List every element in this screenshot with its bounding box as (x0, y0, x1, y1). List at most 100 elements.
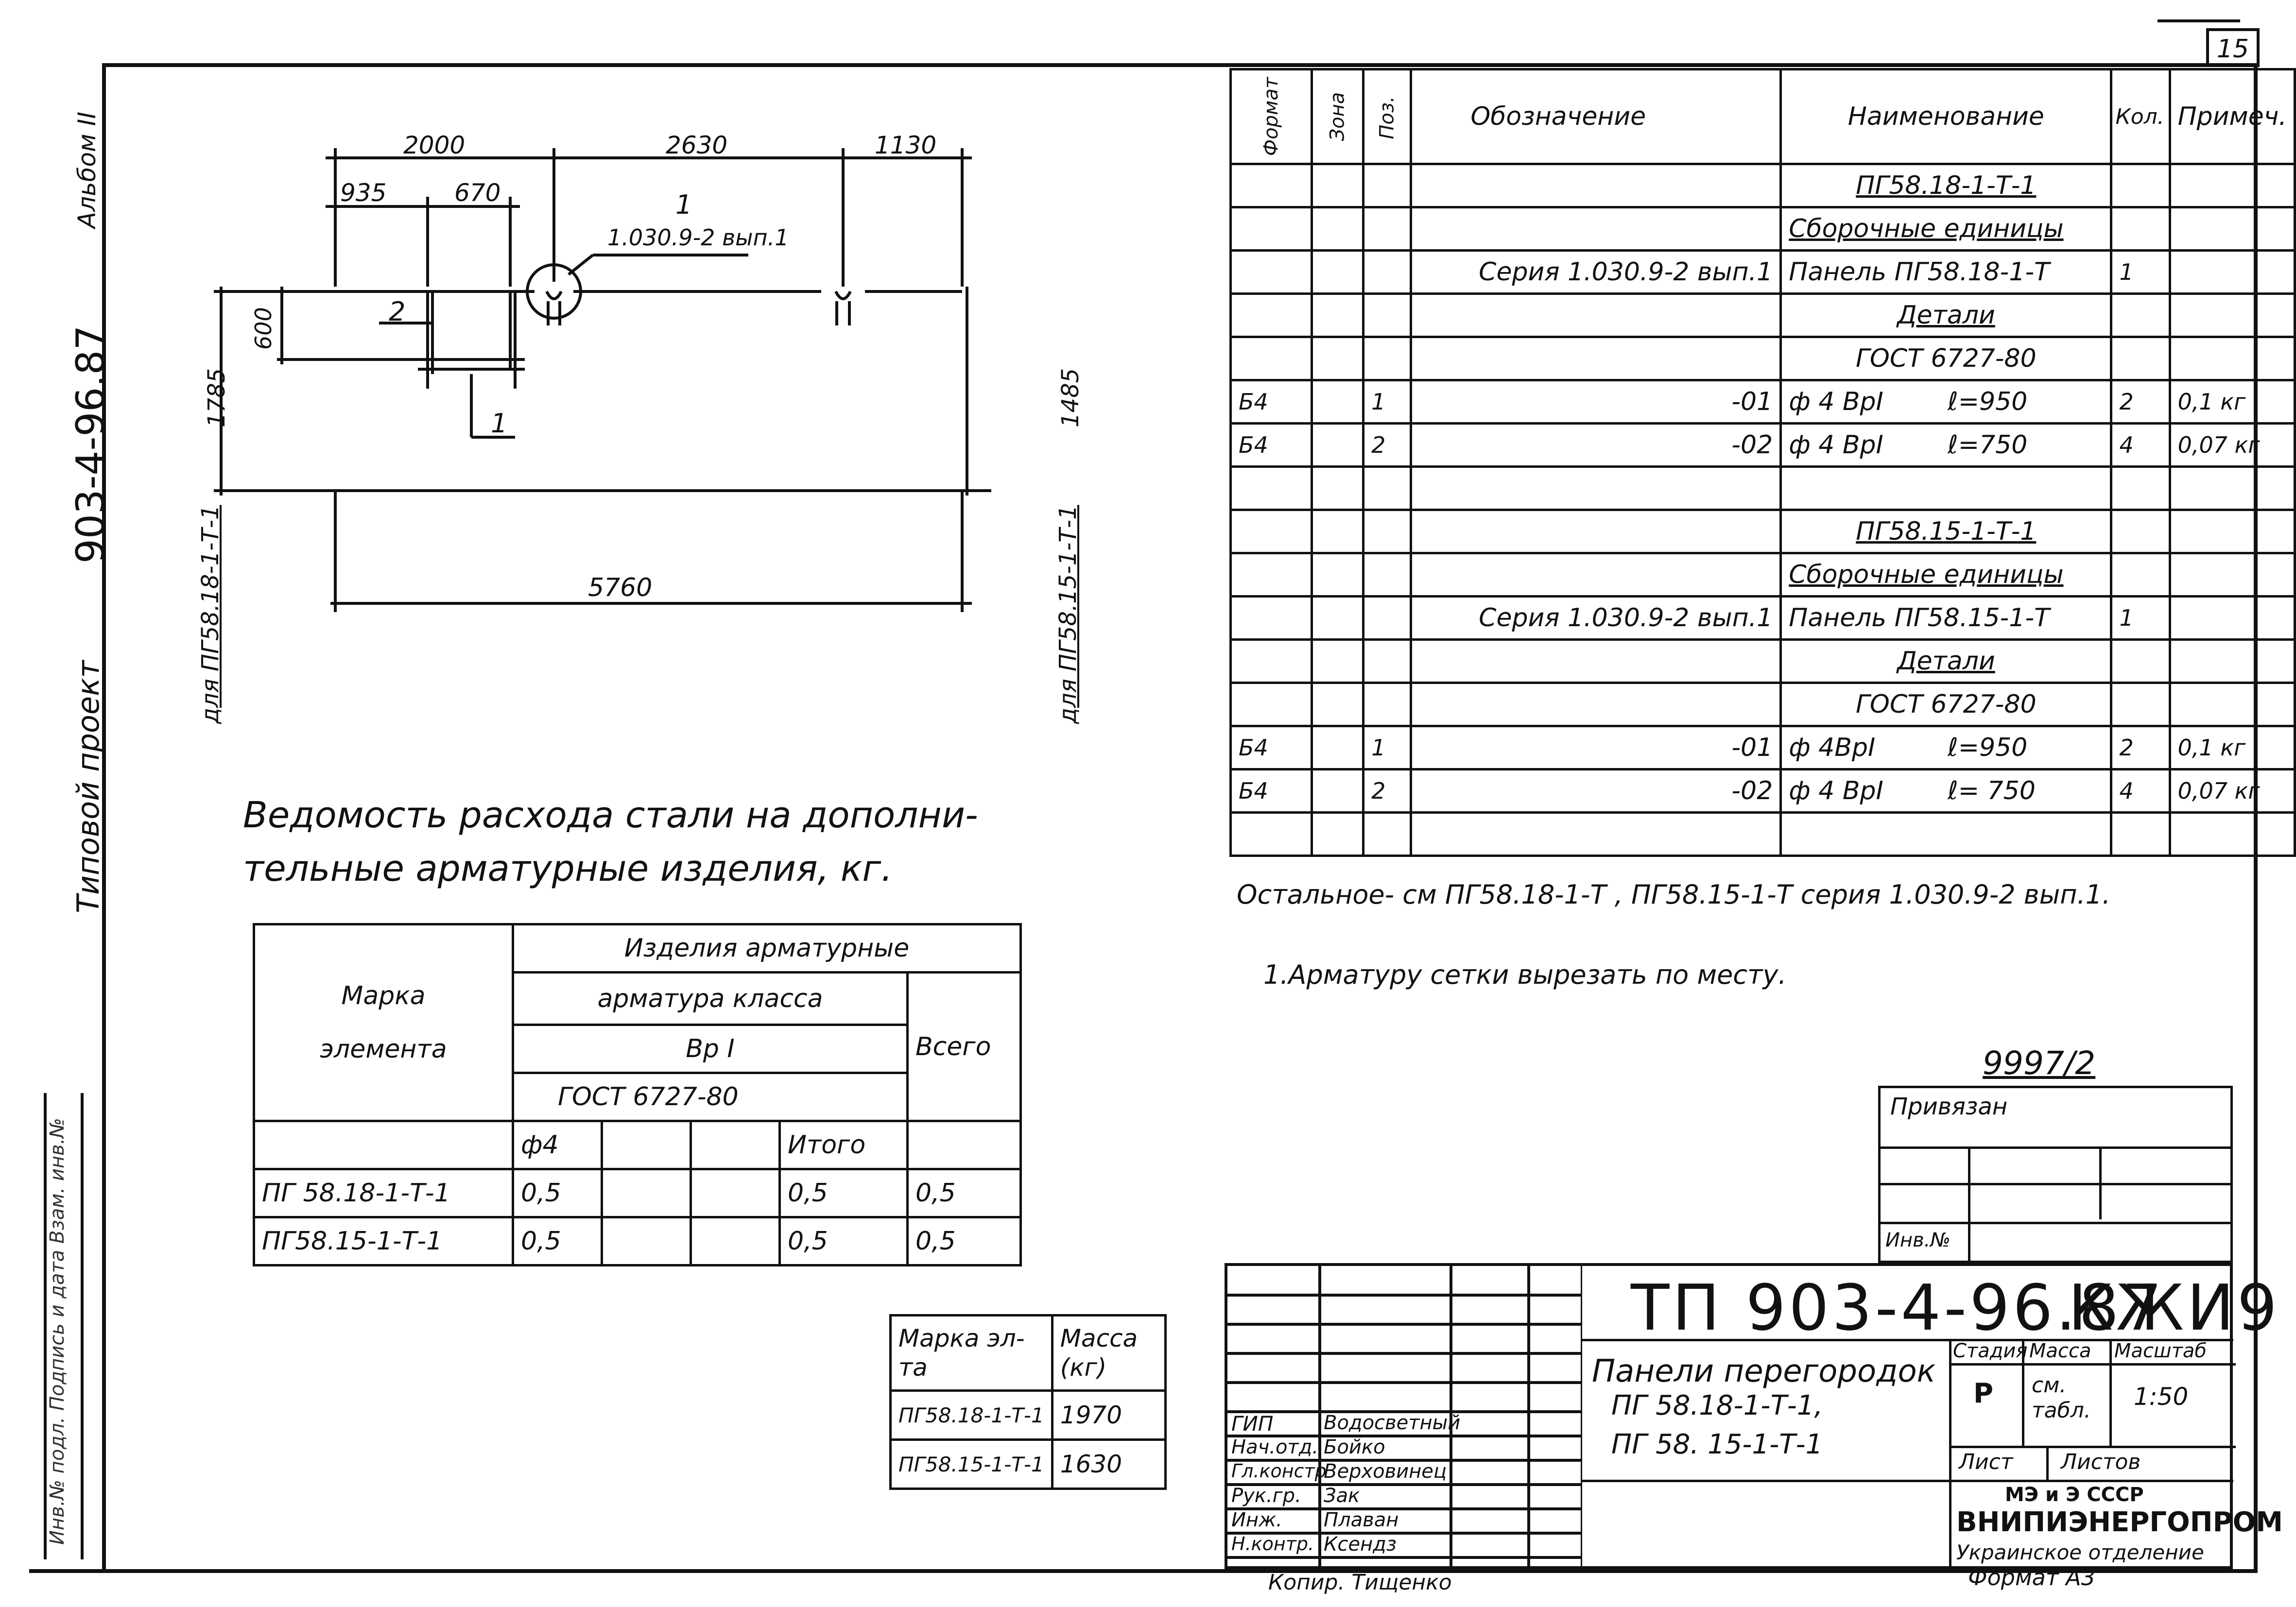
spec-cell (2168, 509, 2296, 554)
spec-cell: Б4 (1229, 379, 1313, 425)
spec-cell: -02 (1410, 768, 1782, 814)
spec-cell (2168, 249, 2296, 295)
stamp-grid (1227, 1266, 1582, 1572)
spec-cell (1229, 249, 1313, 295)
spec-cell: ф 4 ВрI ℓ= 750 (1779, 768, 2113, 814)
stamp-stage-divider (1949, 1339, 1951, 1567)
album-label: Альбом II (73, 111, 101, 228)
dim-5760: 5760 (588, 573, 653, 602)
spec-cell (1229, 206, 1313, 252)
spec-cell: 1 (2110, 595, 2171, 641)
spec-cell (2110, 552, 2171, 598)
spec-cell (1779, 465, 2113, 511)
spec-cell (1311, 768, 1365, 814)
privyazan-grid (1881, 1146, 2230, 1224)
steel-row-mark: ПГ 58.18-1-Т-1 (253, 1168, 514, 1218)
spec-cell (1229, 465, 1313, 511)
spec-cell (1362, 336, 1413, 381)
spec-header-designation: Обозначение (1410, 68, 1782, 165)
stamp-name: Бойко (1324, 1436, 1385, 1458)
spec-cell (2110, 336, 2171, 381)
spec-cell (1229, 595, 1313, 641)
steel-row-b2 (690, 1216, 781, 1266)
spec-cell (1362, 163, 1413, 208)
steel-title-2: тельные арматурные изделия, кг. (243, 848, 893, 889)
spec-cell (2168, 811, 2296, 857)
stamp-title-1: Панели перегородок (1592, 1353, 1936, 1389)
spec-cell (1362, 682, 1413, 727)
spec-cell: Сборочные единицы (1779, 206, 2113, 252)
spec-cell (1311, 552, 1365, 598)
dim-2630: 2630 (666, 131, 728, 159)
callout-pos-1: 1 (675, 189, 692, 220)
spec-cell (1362, 206, 1413, 252)
spec-cell (1779, 811, 2113, 857)
privyazan-vline2 (2099, 1146, 2102, 1219)
spec-cell: Б4 (1229, 768, 1313, 814)
stamp-role: Гл.констр (1231, 1460, 1327, 1482)
sheet-number-line (2158, 19, 2240, 22)
spec-cell (2110, 509, 2171, 554)
spec-cell: -01 (1410, 725, 1782, 770)
steel-row: ПГ 58.18-1-Т-1 0,5 0,5 0,5 (253, 1168, 1022, 1218)
spec-cell (1410, 509, 1782, 554)
spec-cell (2110, 811, 2171, 857)
privyazan-number: 9997/2 (1983, 1044, 2096, 1082)
spec-cell: -02 (1410, 422, 1782, 468)
steel-row-phi4: 0,5 (512, 1216, 603, 1266)
steel-row-vsego: 0,5 (906, 1168, 1022, 1218)
spec-cell: Серия 1.030.9-2 вып.1 (1410, 249, 1782, 295)
spec-cell (1410, 206, 1782, 252)
stamp-format: Формат А3 (1968, 1564, 2095, 1590)
spec-cell (1410, 638, 1782, 684)
spec-cell: Панель ПГ58.18-1-Т (1779, 249, 2113, 295)
steel-gost-header: ГОСТ 6727-80 (512, 1072, 909, 1122)
frame-bottom-line (29, 1569, 2255, 1573)
spec-row: Детали (1229, 638, 2296, 684)
spec-cell: 1 (2110, 249, 2171, 295)
spec-cell (2168, 638, 2296, 684)
spec-header-zone: Зона (1311, 68, 1365, 165)
spec-cell (1229, 552, 1313, 598)
spec-cell: ГОСТ 6727-80 (1779, 336, 2113, 381)
spec-cell (1229, 811, 1313, 857)
stamp-stage-value: Р (1973, 1378, 1994, 1409)
stamp-name: Водосветный (1324, 1412, 1461, 1434)
stamp-role: ГИП (1231, 1412, 1274, 1436)
spec-cell: 4 (2110, 768, 2171, 814)
spec-cell (1311, 811, 1365, 857)
spec-row (1229, 465, 2296, 511)
dim-670: 670 (454, 179, 501, 207)
spec-header-pos: Поз. (1362, 68, 1413, 165)
dim-935: 935 (340, 179, 387, 207)
spec-cell (1410, 292, 1782, 338)
privyazan-vline1 (1968, 1146, 1970, 1263)
spec-cell (1311, 292, 1365, 338)
spec-cell (1311, 379, 1365, 425)
dim-600: 600 (250, 307, 276, 350)
spec-cell (2168, 552, 2296, 598)
steel-itogo-header: Итого (778, 1120, 909, 1170)
spec-row: ПГ58.15-1-Т-1 (1229, 509, 2296, 554)
stamp-org-divider (1582, 1480, 2233, 1482)
stamp-name: Верховинец (1324, 1460, 1447, 1483)
stamp-role: Н.контр. (1231, 1533, 1314, 1555)
spec-cell (1229, 336, 1313, 381)
spec-cell (2168, 336, 2296, 381)
spec-cell (2168, 206, 2296, 252)
spec-cell: 4 (2110, 422, 2171, 468)
spec-cell (1311, 422, 1365, 468)
steel-row-itogo: 0,5 (778, 1216, 909, 1266)
stamp-code: ТП 903-4-96.87 (1631, 1271, 2165, 1345)
spec-row: Сборочные единицы (1229, 206, 2296, 252)
spec-cell (1410, 465, 1782, 511)
mass-row-value: 1630 (1051, 1438, 1167, 1490)
steel-phi4-header: ф4 (512, 1120, 603, 1170)
spec-cell: 1 (1362, 725, 1413, 770)
inv-label: Инв.№ (1885, 1229, 1951, 1251)
project-type: Типовой проект (70, 660, 106, 913)
spec-header-name: Наименование (1779, 68, 2113, 165)
steel-row-b1 (601, 1168, 692, 1218)
